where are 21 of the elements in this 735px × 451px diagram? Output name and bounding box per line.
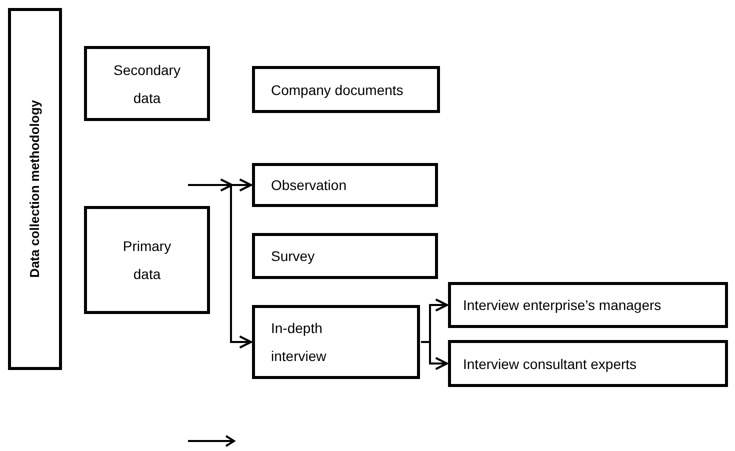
process-box bbox=[84, 206, 210, 314]
arrow bbox=[230, 185, 252, 349]
vertical-label: Data collection methodology bbox=[26, 100, 44, 278]
process-box bbox=[84, 46, 210, 121]
process-box bbox=[252, 66, 440, 113]
box-label: Interview consultant experts bbox=[463, 354, 637, 374]
box-label: Survey bbox=[271, 247, 315, 266]
process-box bbox=[448, 340, 728, 387]
process-box bbox=[448, 282, 728, 328]
box-label: Company documents bbox=[271, 80, 404, 100]
box-label: Observation bbox=[271, 176, 346, 195]
box-label: In-depth interview bbox=[271, 319, 328, 366]
process-box bbox=[252, 163, 438, 207]
vertical-title-box bbox=[8, 8, 62, 370]
box-label: Interview enterprise’s managers bbox=[463, 296, 662, 315]
arrow bbox=[421, 341, 448, 370]
box-label: Primary data bbox=[122, 237, 172, 284]
box-label: Secondary data bbox=[112, 60, 182, 108]
arrow bbox=[188, 178, 252, 192]
process-box bbox=[252, 233, 438, 279]
process-box bbox=[252, 305, 420, 379]
